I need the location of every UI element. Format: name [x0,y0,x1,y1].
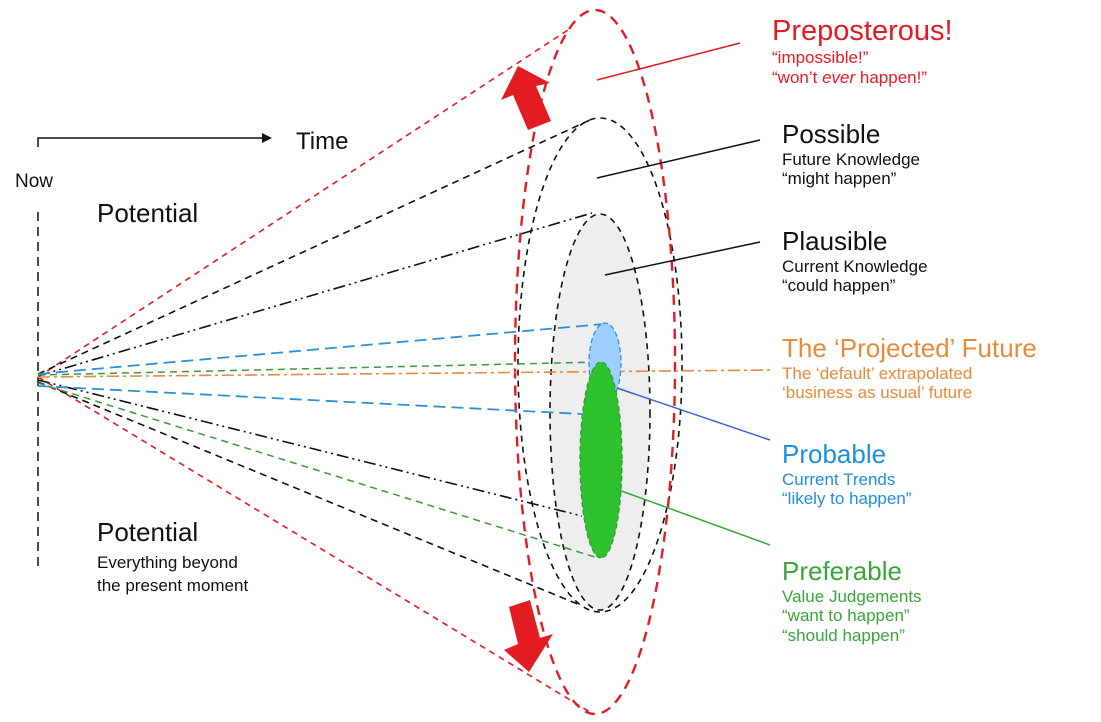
possible-line-1: Future Knowledge [782,149,920,169]
plausible-cone-bottom [37,379,583,517]
probable-block: Probable Current Trends “likely to happe… [782,439,912,509]
possible-ellipse [517,117,683,613]
potential-desc-2: the present moment [97,576,249,595]
preferable-line-1: Value Judgements [782,586,922,606]
possible-title: Possible [782,119,881,149]
projected-block: The ‘Projected’ Future The ‘default’ ext… [782,333,1037,403]
preposterous-line-2: “won’t ever happen!” [772,68,953,88]
preposterous-title: Preposterous! [772,15,953,47]
probable-cone-bottom [37,385,583,415]
preposterous-line-2-post: happen!” [855,67,927,87]
now-label: Now [15,171,54,192]
preferable-line-3: “should happen” [782,625,905,645]
plausible-line-1: Current Knowledge [782,256,928,276]
plausible-cone-top [37,212,593,377]
probable-cone-top [37,323,605,375]
projected-line-2: ‘business as usual’ future [782,383,973,403]
possible-line-2: “might happen” [782,169,897,189]
projected-future-line [37,369,771,378]
potential-top-label: Potential [97,198,199,228]
probable-line-2: “likely to happen” [782,489,912,509]
possible-cone-bottom [37,381,581,606]
potential-bottom-label: Potential [97,517,199,547]
preposterous-line-1: “impossible!” [772,48,869,68]
time-axis [37,133,272,147]
red-arrow-down-icon [504,600,553,672]
cone-lines [37,29,771,713]
plausible-line-2: “could happen” [782,276,896,296]
plausible-title: Plausible [782,226,888,256]
probable-line-1: Current Trends [782,469,896,489]
preferable-line-2: “want to happen” [782,606,910,626]
plausible-pointer [604,241,761,276]
preferable-block: Preferable Value Judgements “want to hap… [782,556,922,646]
projected-title: The ‘Projected’ Future [782,333,1037,363]
preposterous-ellipse [513,8,677,716]
preferable-title: Preferable [782,556,902,586]
preferable-pointer [615,488,771,546]
possible-pointer [596,139,761,179]
preposterous-cone-bottom [37,376,591,713]
plausible-block: Plausible Current Knowledge “could happe… [782,226,928,296]
probable-pointer [616,387,771,441]
preposterous-line-2-pre: “won’t [772,67,823,87]
time-arrowhead-icon [262,133,272,143]
preposterous-block: Preposterous! “impossible!” “won’t ever … [772,15,953,87]
time-label: Time [296,128,349,155]
possible-block: Possible Future Knowledge “might happen” [782,119,920,189]
possible-cone-top [37,119,591,375]
preferable-cone-bottom [37,382,599,559]
potential-desc-1: Everything beyond [97,553,238,572]
preposterous-line-2-em: ever [822,67,856,87]
preposterous-pointer [596,42,741,81]
red-arrow-up-icon [501,66,551,130]
preferable-cone-top [37,361,601,376]
probable-title: Probable [782,439,887,469]
preferable-ellipse [579,361,623,559]
projected-line-1: The ‘default’ extrapolated [782,363,973,383]
